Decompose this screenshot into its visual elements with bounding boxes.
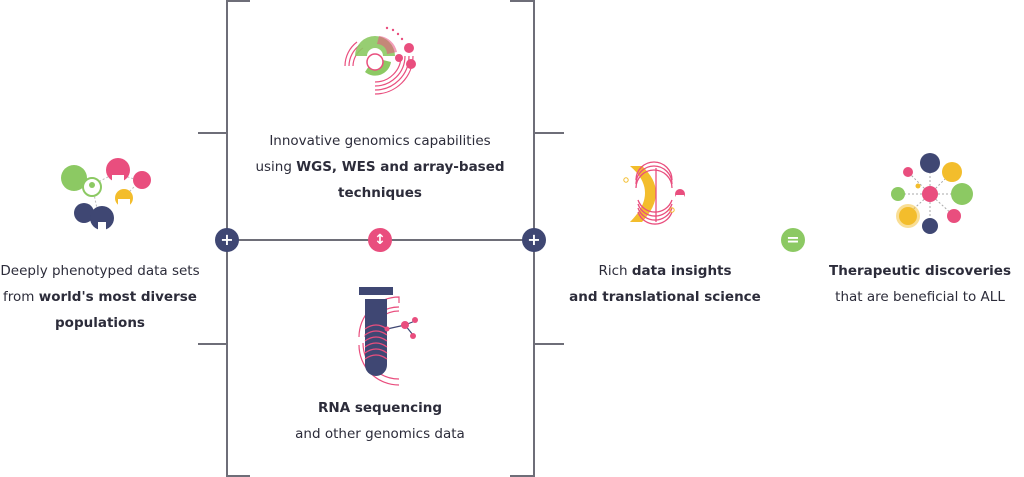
middle-right-caption: Rich data insights and translational sci…	[569, 263, 761, 305]
people-network-icon	[61, 158, 151, 230]
equals-operator: =	[781, 228, 805, 252]
right-bracket-tick-bottom	[510, 475, 534, 477]
left-connector-lower	[198, 343, 226, 345]
right-bracket-tick-top	[510, 0, 534, 2]
dna-helix-icon	[623, 161, 685, 225]
molecule-network-icon	[891, 153, 973, 234]
left-bracket-tick-bottom	[226, 475, 250, 477]
plus-left-operator: +	[215, 228, 239, 252]
left-bracket-tick-top	[226, 0, 250, 2]
left-connector-upper	[198, 132, 226, 134]
right-connector-upper	[534, 132, 564, 134]
genomics-circle-icon	[344, 26, 416, 95]
left-caption: Deeply phenotyped data sets from world's…	[0, 263, 200, 331]
updown-arrow-operator: ↕	[368, 228, 392, 252]
test-tube-icon	[358, 287, 418, 386]
plus-right-operator: +	[522, 228, 546, 252]
top-center-caption: Innovative genomics capabilities using W…	[255, 133, 505, 201]
bottom-center-caption: RNA sequencing and other genomics data	[295, 400, 465, 442]
right-connector-lower	[534, 343, 564, 345]
far-right-caption: Therapeutic discoveries that are benefic…	[829, 263, 1011, 305]
